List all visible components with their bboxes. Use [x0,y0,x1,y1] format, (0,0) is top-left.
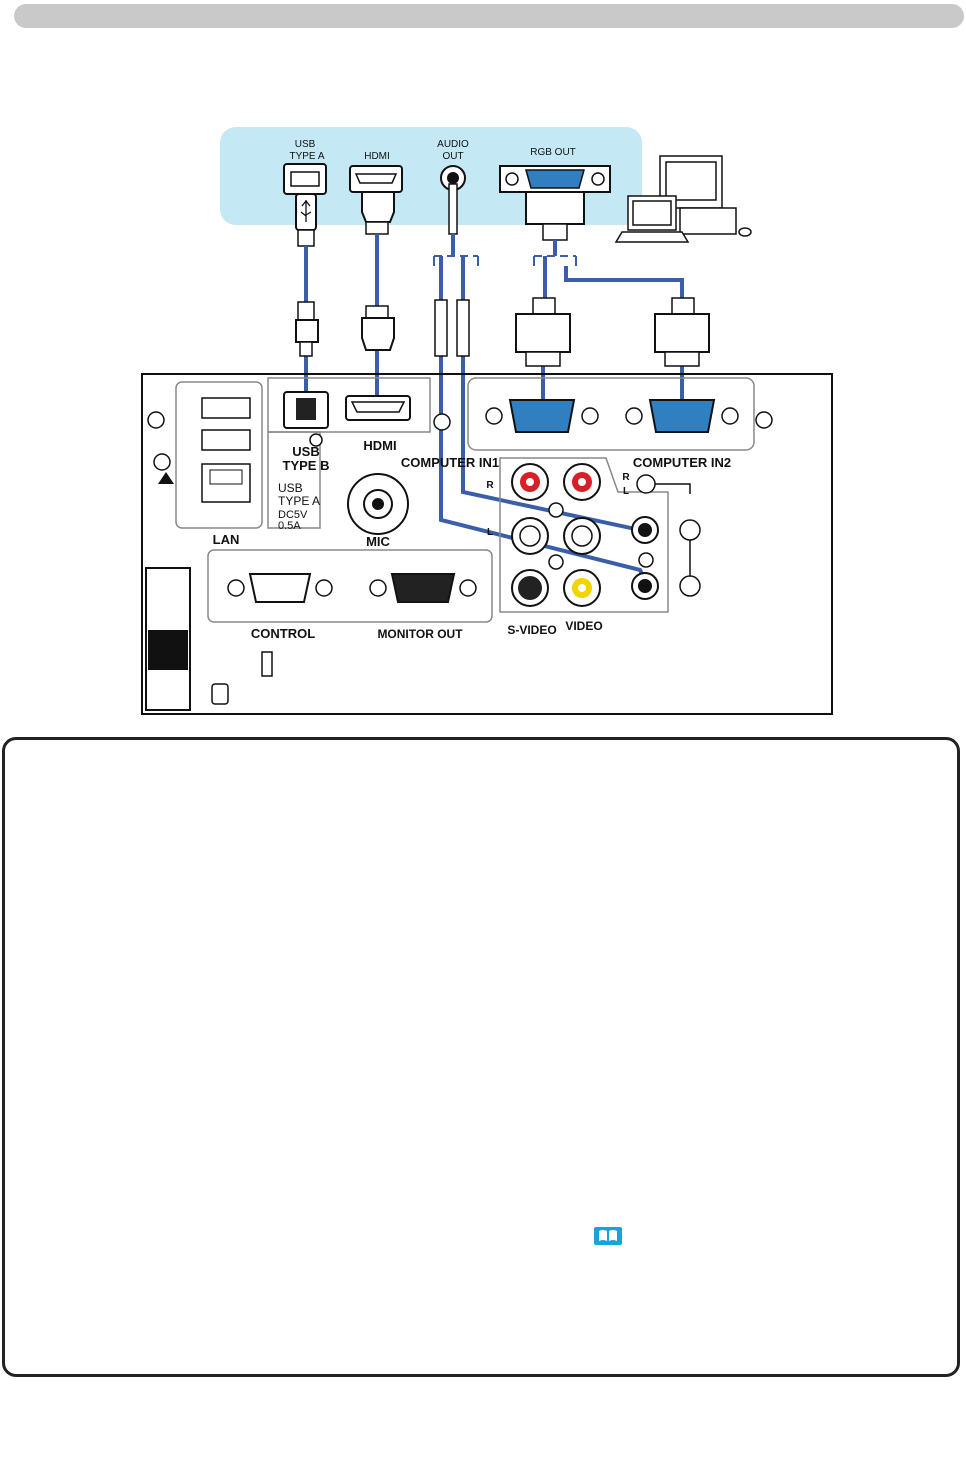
usb-spec-label-2: TYPE A [278,494,320,508]
header-bar [14,4,964,28]
audio-out-label: AUDIO [437,139,469,150]
control-port [227,573,333,603]
usb-type-b-label-2: TYPE B [283,458,330,473]
connection-diagram: USB TYPE A HDMI AUDIO OUT RGB OUT [141,127,833,715]
computer-in2-label: COMPUTER IN2 [633,455,731,470]
projector-back-panel [141,373,833,715]
control-label: CONTROL [251,626,315,641]
usb-type-a-label: USB [295,139,316,150]
lan-label: LAN [213,532,240,547]
computer-in2-port [625,399,739,433]
audio-r-label: R [486,480,494,491]
audio-out-label-2: OUT [442,151,463,162]
computer-in1-port [485,399,599,433]
usb-type-a-label-2: TYPE A [289,151,324,162]
computer-in1-label: COMPUTER IN1 [401,455,499,470]
monitor-out-port [369,573,477,603]
note-box [2,737,960,1377]
audio-l2-label: L [623,486,629,497]
screw-icon [147,411,773,570]
usb-type-b-label: USB [292,444,319,459]
rgb-out-label: RGB OUT [530,147,576,158]
monitor-out-label: MONITOR OUT [377,627,463,641]
computer-icon [614,155,752,243]
video-label: VIDEO [565,619,602,633]
audio-r2-label: R [622,472,630,483]
usb-spec-label: USB [278,481,303,495]
kensington-lock-icon [211,683,229,705]
book-icon [594,1227,622,1245]
audio-l-label: L [487,527,493,538]
usb-a-port-2 [201,429,251,451]
hdmi-out-label: HDMI [364,151,390,162]
usb-a-port-1 [201,397,251,419]
mic-label: MIC [366,534,390,549]
hdmi-in-label: HDMI [363,438,396,453]
usb-spec-label-3: DC5V [278,509,308,521]
s-video-label: S-VIDEO [507,623,556,637]
usb-spec-label-4: 0.5A [278,520,301,532]
